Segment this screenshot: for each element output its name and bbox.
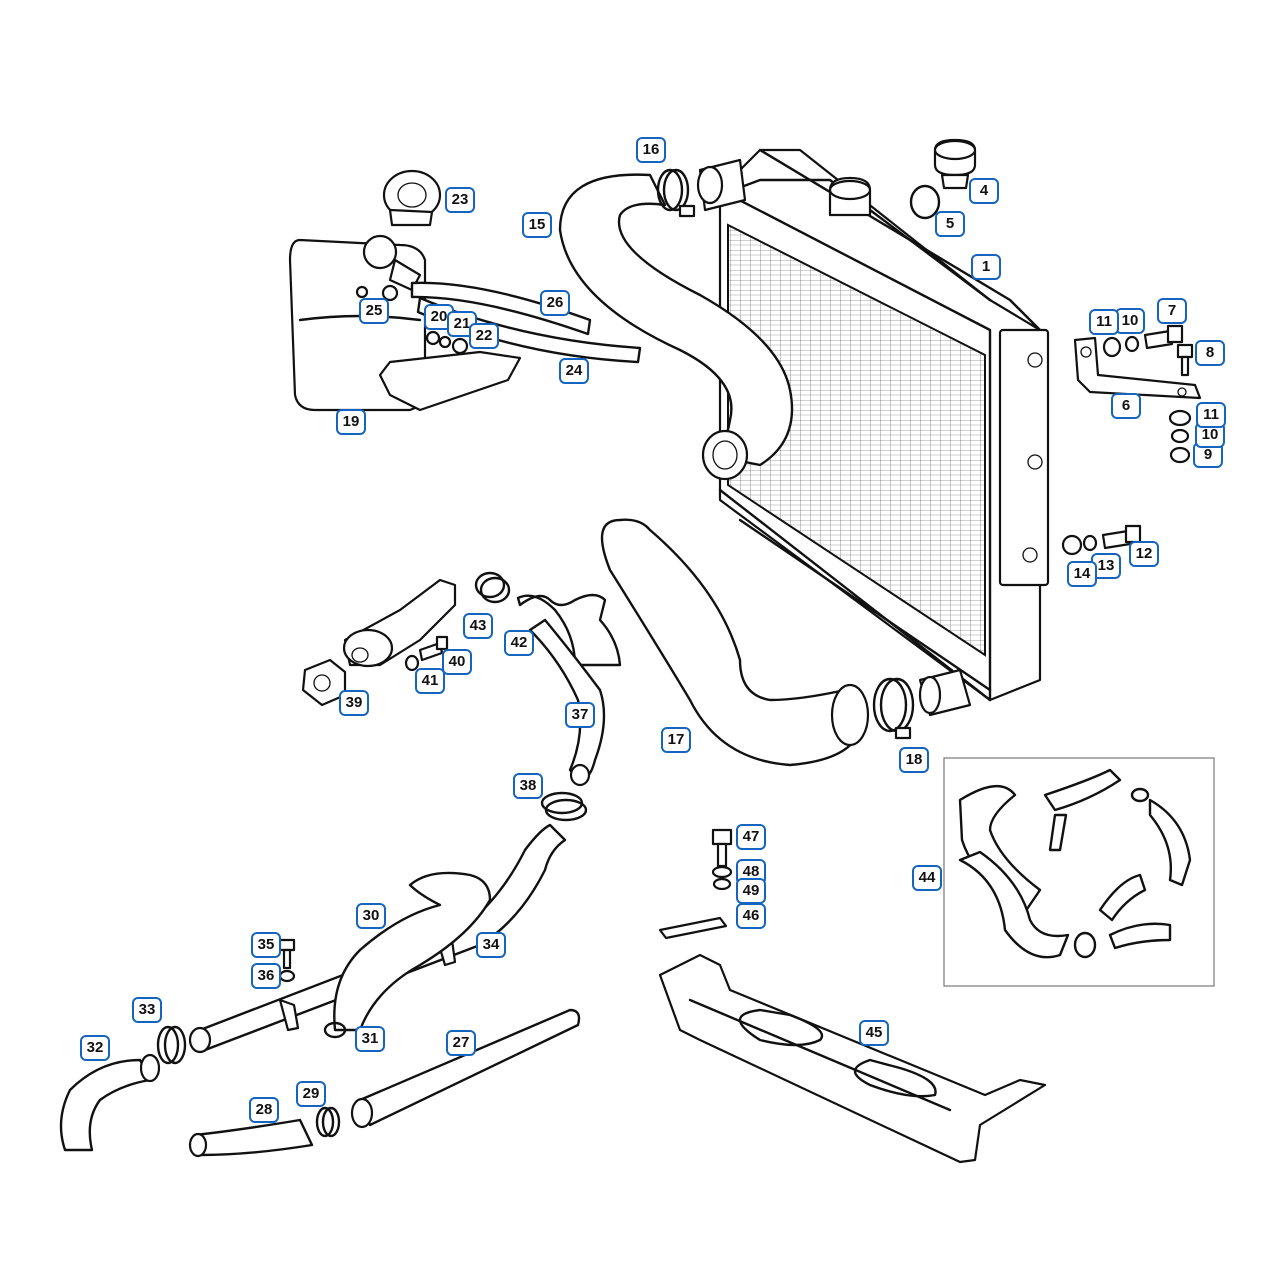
callout-40[interactable]: 40 bbox=[442, 649, 472, 675]
callout-7[interactable]: 7 bbox=[1157, 298, 1187, 324]
hose-clamp bbox=[872, 677, 915, 740]
radiator-cradle bbox=[658, 953, 1047, 1164]
heater-hose bbox=[188, 1118, 314, 1158]
callout-17[interactable]: 17 bbox=[661, 727, 691, 753]
bolt-washer bbox=[278, 938, 296, 983]
callout-37[interactable]: 37 bbox=[565, 702, 595, 728]
tank-cap bbox=[382, 169, 442, 227]
upper-hose bbox=[558, 173, 794, 481]
callout-14[interactable]: 14 bbox=[1067, 561, 1097, 587]
callout-30[interactable]: 30 bbox=[356, 903, 386, 929]
callout-1[interactable]: 1 bbox=[971, 254, 1001, 280]
bypass-hose bbox=[333, 871, 492, 1032]
callout-33[interactable]: 33 bbox=[132, 997, 162, 1023]
callout-47[interactable]: 47 bbox=[736, 824, 766, 850]
fasteners-right bbox=[1061, 324, 1194, 556]
callout-15[interactable]: 15 bbox=[522, 212, 552, 238]
callout-36[interactable]: 36 bbox=[251, 963, 281, 989]
hose-clip bbox=[315, 1106, 341, 1138]
callout-44[interactable]: 44 bbox=[912, 865, 942, 891]
callout-5[interactable]: 5 bbox=[935, 211, 965, 237]
y-hose bbox=[516, 593, 622, 787]
callout-45[interactable]: 45 bbox=[859, 1020, 889, 1046]
expansion-tank bbox=[288, 234, 522, 412]
callout-27[interactable]: 27 bbox=[446, 1030, 476, 1056]
elbow-pipe bbox=[342, 578, 457, 668]
callout-39[interactable]: 39 bbox=[339, 690, 369, 716]
callout-46[interactable]: 46 bbox=[736, 903, 766, 929]
callout-49[interactable]: 49 bbox=[736, 878, 766, 904]
callout-19[interactable]: 19 bbox=[336, 409, 366, 435]
callout-31[interactable]: 31 bbox=[355, 1026, 385, 1052]
callout-11-bottom[interactable]: 11 bbox=[1196, 402, 1226, 428]
callout-42[interactable]: 42 bbox=[504, 630, 534, 656]
callout-32[interactable]: 32 bbox=[80, 1035, 110, 1061]
callout-16[interactable]: 16 bbox=[636, 137, 666, 163]
radiator bbox=[696, 148, 1050, 717]
callout-29[interactable]: 29 bbox=[296, 1081, 326, 1107]
lower-hose bbox=[600, 518, 870, 767]
callout-4[interactable]: 4 bbox=[969, 178, 999, 204]
hose bbox=[59, 1053, 161, 1152]
callout-24[interactable]: 24 bbox=[559, 358, 589, 384]
callout-28[interactable]: 28 bbox=[249, 1097, 279, 1123]
callout-12[interactable]: 12 bbox=[1129, 541, 1159, 567]
callout-38[interactable]: 38 bbox=[513, 773, 543, 799]
hose-kit-inset bbox=[943, 757, 1215, 987]
callout-34[interactable]: 34 bbox=[476, 932, 506, 958]
hose-clamp bbox=[156, 1021, 347, 1065]
callout-22[interactable]: 22 bbox=[469, 323, 499, 349]
callout-8[interactable]: 8 bbox=[1195, 340, 1225, 366]
radiator-cap bbox=[933, 138, 977, 190]
callout-35[interactable]: 35 bbox=[251, 932, 281, 958]
small-fasteners bbox=[404, 571, 511, 672]
callout-11-top[interactable]: 11 bbox=[1089, 309, 1119, 335]
callout-23[interactable]: 23 bbox=[445, 187, 475, 213]
callout-18[interactable]: 18 bbox=[899, 747, 929, 773]
callout-25[interactable]: 25 bbox=[359, 298, 389, 324]
cap-seal-ring bbox=[909, 184, 941, 220]
strap bbox=[658, 916, 728, 940]
hose-clamp bbox=[656, 168, 696, 218]
hose-clamp bbox=[540, 791, 588, 822]
mounting-bracket bbox=[1073, 336, 1202, 400]
heater-pipe bbox=[350, 1008, 581, 1129]
callout-43[interactable]: 43 bbox=[463, 613, 493, 639]
callout-10-top[interactable]: 10 bbox=[1115, 308, 1145, 334]
callout-6[interactable]: 6 bbox=[1111, 393, 1141, 419]
callout-41[interactable]: 41 bbox=[415, 668, 445, 694]
callout-26[interactable]: 26 bbox=[540, 290, 570, 316]
strap-bolt bbox=[711, 828, 733, 891]
